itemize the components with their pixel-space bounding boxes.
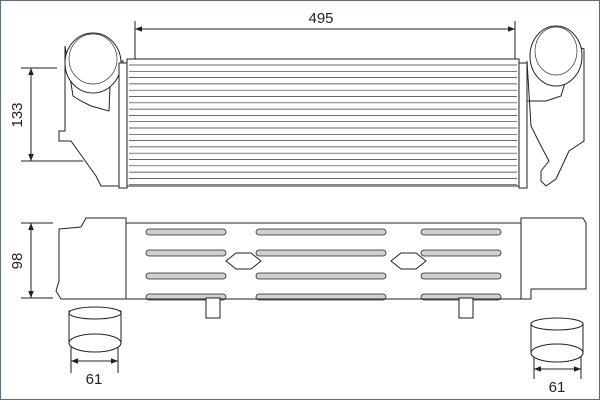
dimension-inlet-label: 61 — [86, 371, 103, 388]
dimension-length-label: 495 — [308, 10, 333, 27]
dimension-depth: 98 — [9, 222, 53, 299]
bottom-view: 98 61 61 — [9, 217, 587, 396]
core-slot — [420, 249, 502, 257]
dimension-height-label: 133 — [9, 102, 26, 127]
core — [126, 58, 520, 187]
left-pipe — [68, 306, 122, 353]
core-slot — [145, 272, 227, 280]
right-pipe — [530, 317, 584, 363]
dimension-outlet-label: 61 — [549, 379, 566, 396]
core-slots — [145, 228, 502, 301]
core-slot — [255, 272, 387, 280]
core-slot — [255, 293, 387, 301]
dimension-length: 495 — [134, 10, 516, 59]
core-slot — [255, 249, 387, 257]
core-slot — [255, 228, 387, 236]
left-end-tank — [55, 217, 127, 300]
dimension-outlet: 61 — [533, 357, 582, 396]
left-clip — [225, 252, 262, 270]
right-end-tank — [520, 217, 587, 300]
dimension-height: 133 — [9, 67, 83, 162]
top-view: 495 133 — [9, 10, 585, 189]
core-slot — [420, 228, 502, 236]
right-sensor-connector — [458, 297, 474, 319]
core-slot — [145, 249, 227, 257]
core-slot — [145, 228, 227, 236]
left-sensor-connector — [205, 297, 221, 319]
left-tank — [58, 32, 128, 189]
dimension-depth-label: 98 — [9, 253, 26, 270]
right-tank — [518, 25, 585, 189]
dimension-inlet: 61 — [70, 347, 119, 388]
right-clip — [390, 252, 427, 270]
core-slot — [420, 272, 502, 280]
bottom-core — [125, 222, 522, 300]
